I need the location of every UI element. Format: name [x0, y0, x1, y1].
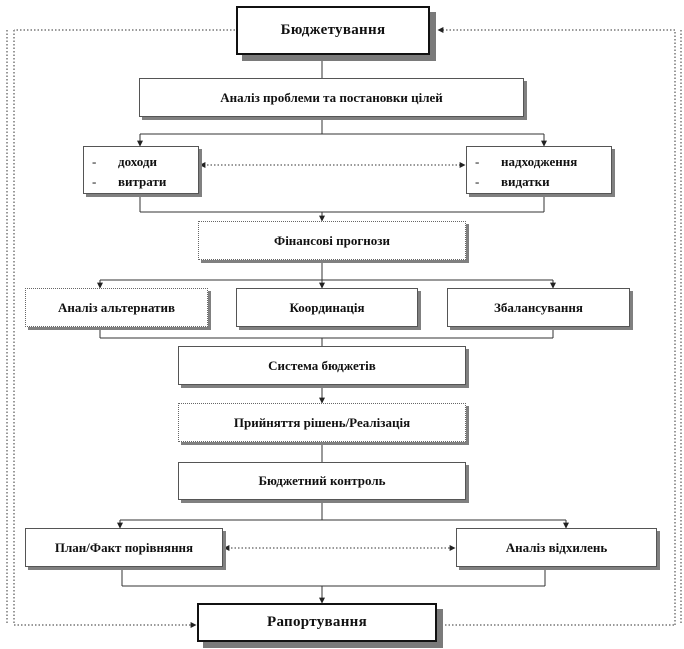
reporting-label: Рапортування: [266, 614, 368, 630]
budget-system-node: Система бюджетів: [178, 346, 466, 385]
budget-control-label: Бюджетний контроль: [258, 473, 386, 488]
deviation-analysis-node: Аналіз відхилень: [456, 528, 657, 567]
income-label: доходи: [118, 154, 157, 169]
problem-analysis-node: Аналіз проблеми та постановки цілей: [139, 78, 524, 117]
alternatives-analysis-label: Аналіз альтернатив: [57, 299, 176, 315]
lateral-connectors: [199, 162, 466, 551]
decision-implementation-node: Прийняття рішень/Реалізація: [178, 403, 466, 442]
alternatives-analysis-node: Аналіз альтернатив: [25, 288, 208, 327]
budget-system-label: Система бюджетів: [268, 357, 376, 373]
plan-fact-comparison-label: План/Факт порівняння: [54, 539, 194, 555]
list-marker: -: [92, 154, 97, 169]
receipts-outlays-node: - надходження - видатки: [466, 146, 612, 194]
balancing-node: Збалансування: [447, 288, 630, 327]
list-marker: -: [475, 154, 480, 169]
receipts-item: - надходження: [475, 152, 603, 172]
outlays-label: видатки: [501, 174, 550, 189]
expenses-label: витрати: [118, 174, 167, 189]
income-item: - доходи: [92, 152, 190, 172]
problem-analysis-label: Аналіз проблеми та постановки цілей: [220, 89, 443, 105]
budget-control-node: Бюджетний контроль: [178, 462, 466, 500]
financial-forecasts-label: Фінансові прогнози: [274, 232, 390, 248]
expenses-item: - витрати: [92, 172, 190, 192]
flow-connectors: [97, 54, 569, 604]
budgeting-node: Бюджетування: [236, 6, 430, 55]
income-expenses-node: - доходи - витрати: [83, 146, 199, 194]
coordination-node: Координація: [236, 288, 418, 327]
financial-forecasts-node: Фінансові прогнози: [198, 221, 466, 260]
list-marker: -: [92, 174, 97, 189]
receipts-label: надходження: [501, 154, 578, 169]
plan-fact-comparison-node: План/Факт порівняння: [25, 528, 223, 567]
deviation-analysis-label: Аналіз відхилень: [505, 539, 608, 555]
coordination-label: Координація: [289, 299, 365, 315]
reporting-node: Рапортування: [197, 603, 437, 642]
balancing-label: Збалансування: [494, 299, 583, 315]
outlays-item: - видатки: [475, 172, 603, 192]
list-marker: -: [475, 174, 480, 189]
budgeting-label: Бюджетування: [280, 22, 386, 38]
feedback-loop: [6, 27, 682, 628]
decision-implementation-label: Прийняття рішень/Реалізація: [233, 414, 411, 430]
